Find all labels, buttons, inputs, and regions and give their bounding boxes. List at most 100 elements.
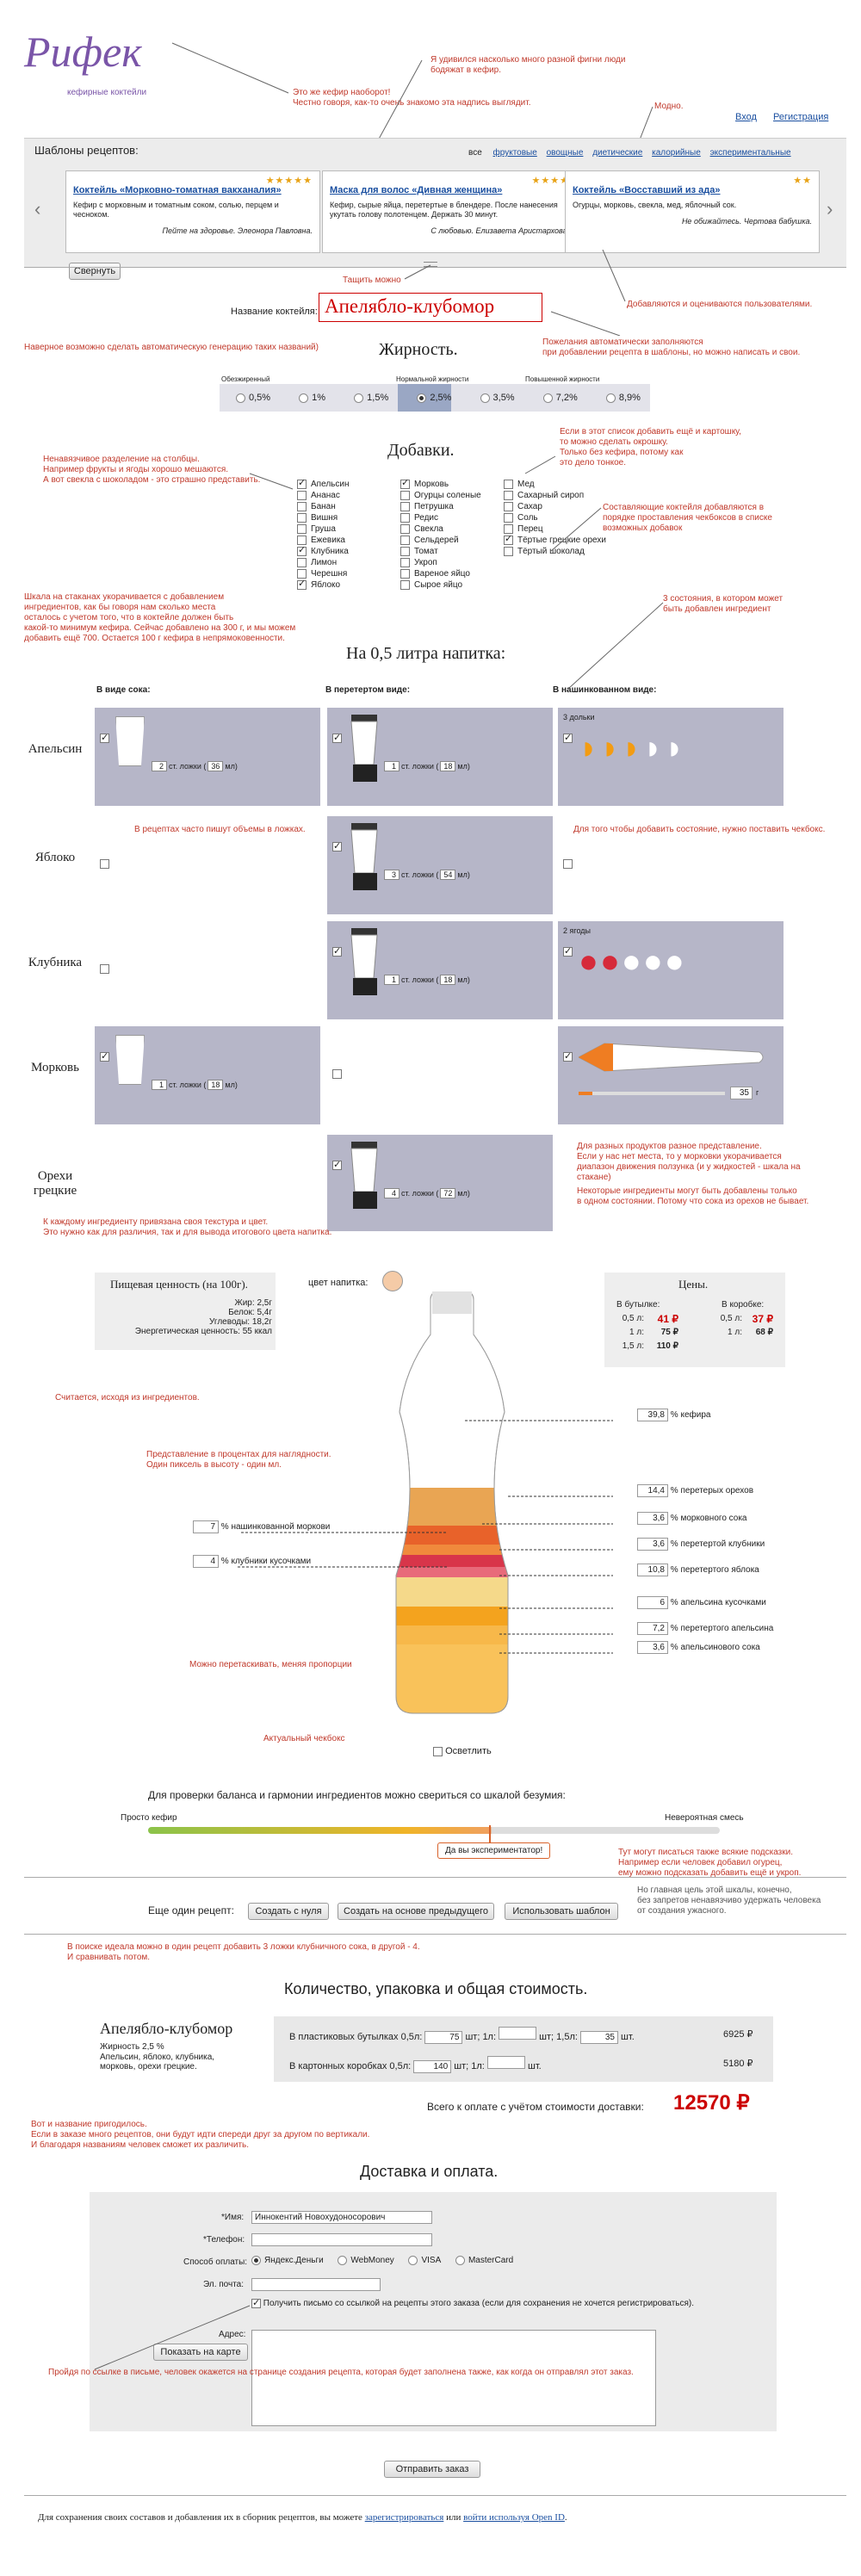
additive-option[interactable]: Мед bbox=[504, 479, 606, 490]
additive-option[interactable]: Сырое яйцо bbox=[400, 579, 481, 591]
footer-register-link[interactable]: зарегистрироваться bbox=[364, 2512, 444, 2523]
strawberry-icon[interactable]: ● bbox=[621, 944, 643, 980]
band-percent-input[interactable]: 14,4 bbox=[637, 1484, 668, 1497]
spoons-input[interactable]: 1 bbox=[384, 975, 400, 985]
login-link[interactable]: Вход bbox=[735, 112, 757, 122]
template-card[interactable]: ★★Коктейль «Восставший из ада»Огурцы, мо… bbox=[565, 170, 820, 253]
orange-slice-icon[interactable]: ◗ bbox=[599, 730, 622, 766]
state-checkbox[interactable] bbox=[100, 859, 109, 869]
additive-checkbox[interactable] bbox=[400, 557, 410, 567]
pay-mastercard[interactable]: MasterCard bbox=[455, 2256, 513, 2265]
prev-arrow-icon[interactable]: ‹ bbox=[34, 198, 41, 220]
band-percent-input[interactable]: 39,8 bbox=[637, 1409, 668, 1421]
fat-option[interactable]: 7,2% bbox=[542, 393, 578, 403]
orange-slice-icon[interactable]: ◗ bbox=[664, 730, 686, 766]
use-template-button[interactable]: Использовать шаблон bbox=[505, 1903, 618, 1920]
strawberry-icon[interactable]: ● bbox=[599, 944, 622, 980]
filter-fruit[interactable]: фруктовые bbox=[492, 148, 537, 158]
template-title[interactable]: Коктейль «Морковно-томатная вакханалия» bbox=[73, 185, 282, 195]
additive-checkbox[interactable] bbox=[504, 546, 513, 556]
pay-yandex[interactable]: Яндекс.Деньги bbox=[251, 2256, 324, 2265]
additive-checkbox[interactable] bbox=[504, 490, 513, 500]
ml-input[interactable]: 72 bbox=[440, 1188, 456, 1198]
drag-handle-icon[interactable] bbox=[424, 262, 437, 267]
cardboard-1-input[interactable] bbox=[486, 2056, 525, 2069]
create-new-button[interactable]: Создать с нуля bbox=[248, 1903, 329, 1920]
filter-calorie[interactable]: калорийные bbox=[652, 148, 701, 158]
email-input[interactable] bbox=[251, 2278, 381, 2291]
state-checkbox[interactable] bbox=[100, 964, 109, 974]
state-checkbox[interactable] bbox=[100, 1050, 109, 1062]
plastic-1-input[interactable] bbox=[499, 2027, 537, 2040]
submit-order-button[interactable]: Отправить заказ bbox=[384, 2461, 480, 2478]
additive-checkbox[interactable] bbox=[400, 579, 410, 590]
additive-option[interactable]: Тёртый шоколад bbox=[504, 546, 606, 557]
ml-input[interactable]: 18 bbox=[440, 761, 456, 771]
additive-option[interactable]: Ананас bbox=[297, 490, 349, 501]
fat-option[interactable]: 1% bbox=[299, 393, 325, 403]
state-checkbox[interactable] bbox=[332, 1159, 342, 1170]
spoons-input[interactable]: 4 bbox=[384, 1188, 400, 1198]
spoons-input[interactable]: 3 bbox=[384, 870, 400, 880]
orange-slice-icon[interactable]: ◗ bbox=[621, 730, 643, 766]
additive-checkbox[interactable] bbox=[504, 479, 513, 489]
band-percent-input[interactable]: 7,2 bbox=[637, 1622, 668, 1635]
spoons-input[interactable]: 2 bbox=[152, 761, 167, 771]
additive-checkbox[interactable] bbox=[400, 512, 410, 523]
additive-checkbox[interactable] bbox=[297, 501, 307, 511]
pay-visa[interactable]: VISA bbox=[408, 2256, 441, 2265]
additive-option[interactable]: Укроп bbox=[400, 557, 481, 568]
additive-option[interactable]: Яблоко bbox=[297, 579, 349, 591]
filter-diet[interactable]: диетические bbox=[592, 148, 643, 158]
fat-option[interactable]: 3,5% bbox=[480, 393, 515, 403]
additive-checkbox[interactable] bbox=[400, 490, 410, 500]
plastic-05-input[interactable]: 75 bbox=[424, 2031, 463, 2044]
fat-option[interactable]: 0,5% bbox=[236, 393, 270, 403]
additive-option[interactable]: Вареное яйцо bbox=[400, 568, 481, 579]
additive-checkbox[interactable] bbox=[297, 512, 307, 523]
fat-option-selected[interactable]: 2,5% bbox=[417, 393, 451, 403]
band-percent-input[interactable]: 3,6 bbox=[637, 1538, 668, 1551]
additive-checkbox[interactable] bbox=[400, 568, 410, 579]
additive-option[interactable]: Сельдерей bbox=[400, 535, 481, 546]
additive-option[interactable]: Редис bbox=[400, 512, 481, 523]
additive-checkbox[interactable] bbox=[297, 523, 307, 534]
additive-option[interactable]: Соль bbox=[504, 512, 606, 523]
state-checkbox[interactable] bbox=[563, 945, 573, 957]
band-percent-input[interactable]: 6 bbox=[637, 1596, 668, 1609]
additive-option[interactable]: Вишня bbox=[297, 512, 349, 523]
additive-checkbox[interactable] bbox=[504, 512, 513, 523]
additive-checkbox[interactable] bbox=[400, 535, 410, 545]
create-from-prev-button[interactable]: Создать на основе предыдущего bbox=[338, 1903, 494, 1920]
show-map-button[interactable]: Показать на карте bbox=[153, 2344, 248, 2361]
ml-input[interactable]: 18 bbox=[440, 975, 456, 985]
additive-checkbox[interactable] bbox=[297, 557, 307, 567]
band-percent-input[interactable]: 7 bbox=[193, 1520, 219, 1533]
phone-input[interactable] bbox=[251, 2233, 432, 2246]
band-percent-input[interactable]: 10,8 bbox=[637, 1564, 668, 1576]
additive-option[interactable]: Томат bbox=[400, 546, 481, 557]
state-checkbox[interactable] bbox=[332, 1069, 342, 1079]
additive-checkbox[interactable] bbox=[504, 534, 513, 545]
state-checkbox[interactable] bbox=[332, 732, 342, 743]
strawberry-icon[interactable]: ● bbox=[579, 944, 600, 980]
lighten-option[interactable]: Осветлить bbox=[433, 1746, 492, 1756]
additive-checkbox[interactable] bbox=[297, 545, 307, 556]
state-checkbox[interactable] bbox=[563, 859, 573, 869]
grams-input[interactable]: 35 bbox=[730, 1087, 753, 1099]
additive-option[interactable]: Сахарный сироп bbox=[504, 490, 606, 501]
filter-veg[interactable]: овощные bbox=[546, 148, 584, 158]
band-percent-input[interactable]: 3,6 bbox=[637, 1641, 668, 1654]
strawberry-icon[interactable]: ● bbox=[642, 944, 665, 980]
additive-option[interactable]: Лимон bbox=[297, 557, 349, 568]
spoons-input[interactable]: 1 bbox=[152, 1080, 167, 1090]
state-checkbox[interactable] bbox=[563, 1050, 573, 1062]
filter-experimental[interactable]: экспериментальные bbox=[709, 148, 791, 158]
additive-option[interactable]: Апельсин bbox=[297, 478, 349, 490]
filter-all[interactable]: все bbox=[468, 148, 482, 158]
additive-option[interactable]: Свекла bbox=[400, 523, 481, 535]
state-checkbox[interactable] bbox=[332, 840, 342, 851]
ml-input[interactable]: 54 bbox=[440, 870, 456, 880]
additive-option[interactable]: Огурцы соленые bbox=[400, 490, 481, 501]
band-percent-input[interactable]: 3,6 bbox=[637, 1512, 668, 1525]
